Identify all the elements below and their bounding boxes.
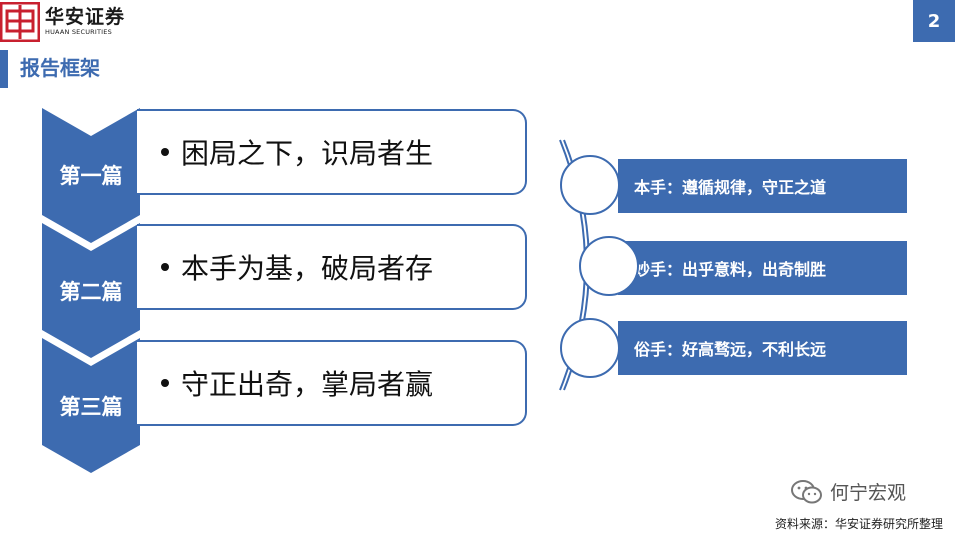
chapter-box-1: 困局之下，识局者生 [137, 109, 527, 195]
move-box-2: 妙手：出乎意料，出奇制胜 [618, 241, 907, 295]
brand-name-en: HUAAN SECURITIES [45, 28, 112, 36]
move-box-3: 俗手：好高骛远，不利长远 [618, 321, 907, 375]
move-box-1: 本手：遵循规律，守正之道 [618, 159, 907, 213]
move-circle-3 [560, 318, 620, 378]
move-circle-1 [560, 155, 620, 215]
wechat-icon [791, 479, 822, 503]
bullet-icon [161, 379, 169, 387]
section-title: 报告框架 [20, 56, 100, 80]
chevron-shape-1 [42, 108, 140, 243]
chapter-label-3: 第三篇 [59, 395, 123, 419]
chapter-text-3: 守正出奇，掌局者赢 [181, 368, 434, 401]
chapter-label-1: 第一篇 [59, 164, 123, 188]
chapter-label-2: 第二篇 [59, 280, 123, 304]
chapter-box-3: 守正出奇，掌局者赢 [137, 340, 527, 426]
page-number: 2 [913, 0, 955, 42]
bullet-icon [161, 148, 169, 156]
title-accent-bar [0, 50, 8, 88]
brand-name-cn: 华安证券 [45, 6, 126, 28]
huaan-logo-icon [0, 2, 40, 42]
chevron-shape-3 [42, 338, 140, 473]
source-note: 资料来源：华安证券研究所整理 [774, 517, 943, 531]
bullet-icon [161, 263, 169, 271]
brand-logo: 华安证券 HUAAN SECURITIES [0, 0, 150, 42]
chapter-box-2: 本手为基，破局者存 [137, 224, 527, 310]
watermark: 何宁宏观 [790, 478, 906, 505]
chapter-text-1: 困局之下，识局者生 [181, 137, 434, 170]
watermark-text: 何宁宏观 [830, 482, 907, 504]
move-circle-2 [579, 236, 639, 296]
chapter-text-2: 本手为基，破局者存 [181, 252, 434, 285]
chevron-shape-2 [42, 223, 140, 358]
